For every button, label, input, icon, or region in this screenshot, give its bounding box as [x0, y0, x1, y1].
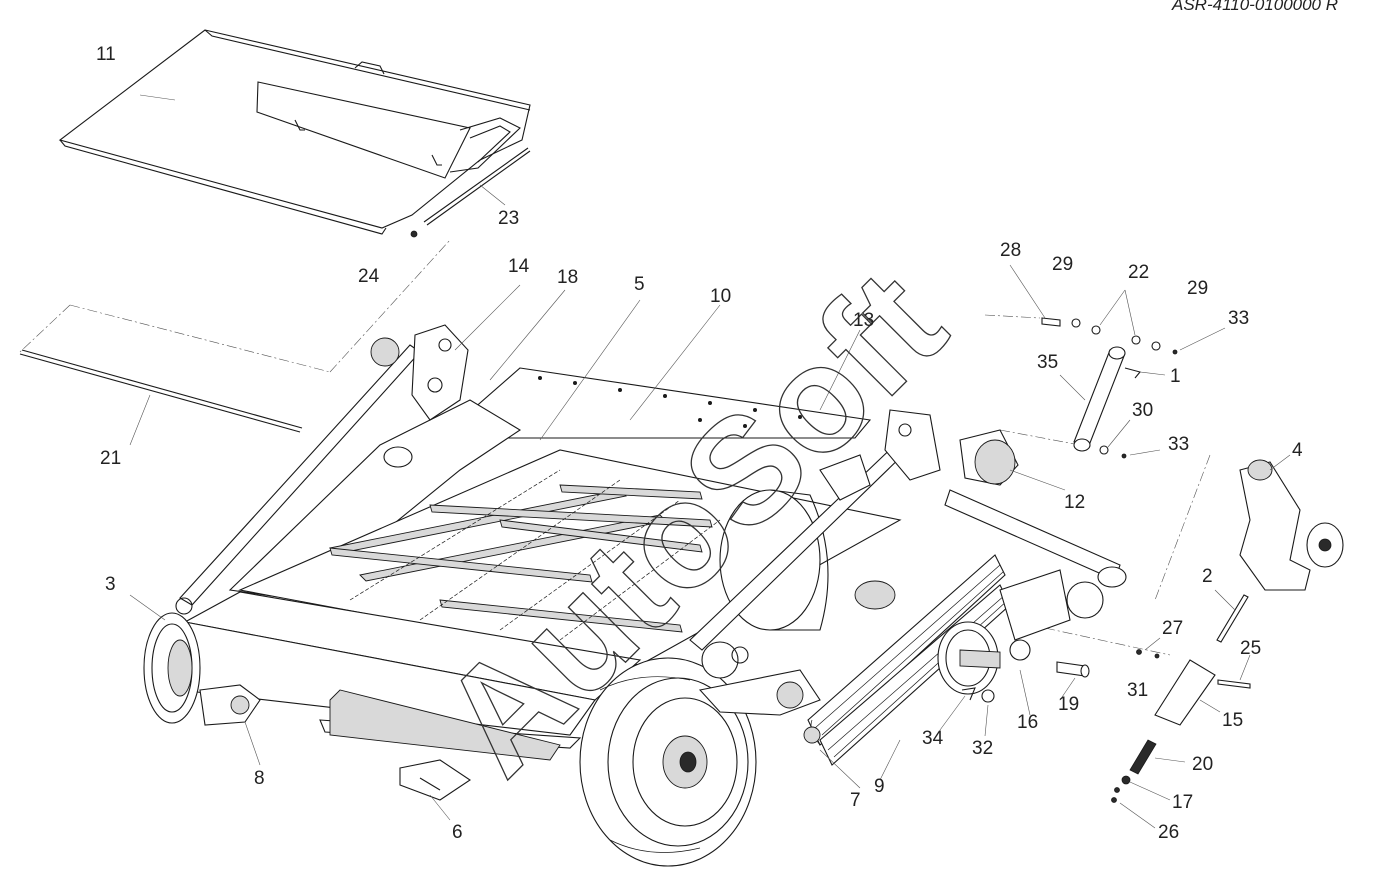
rod-23 — [423, 147, 531, 226]
part-label-6: 6 — [452, 822, 463, 843]
part-label-23: 23 — [498, 208, 519, 229]
part-label-26: 26 — [1158, 822, 1179, 843]
part-label-13: 13 — [853, 310, 874, 331]
part-label-20: 20 — [1192, 754, 1213, 775]
part-label-29b: 29 — [1187, 278, 1208, 299]
part-label-11: 11 — [96, 44, 116, 65]
part-label-3: 3 — [105, 574, 116, 595]
part-label-2: 2 — [1202, 566, 1213, 587]
part-label-24: 24 — [358, 266, 380, 287]
part-label-18: 18 — [557, 267, 578, 288]
pulley-3 — [143, 597, 201, 724]
wheel-7 — [579, 657, 757, 867]
cover-15 — [1154, 659, 1216, 726]
part-label-12: 12 — [1064, 492, 1085, 513]
gear-16 — [937, 621, 1031, 695]
nut-26b — [1111, 797, 1117, 803]
document-code: ASR-4110-0100000 R — [1171, 0, 1338, 14]
leader-lines — [129, 94, 1291, 829]
pin-28-washers — [1041, 317, 1178, 459]
bearing-8 — [199, 684, 261, 726]
washer-24 — [410, 230, 418, 238]
washer-17 — [1121, 775, 1131, 785]
part-label-15: 15 — [1222, 710, 1243, 731]
pin-19 — [1056, 661, 1090, 678]
part-label-35: 35 — [1037, 352, 1058, 373]
part-label-1: 1 — [1170, 366, 1181, 387]
cylinder-35 — [1073, 346, 1141, 452]
pin-34 — [961, 687, 976, 701]
side-arm — [689, 409, 941, 716]
part-label-9: 9 — [874, 776, 885, 797]
part-label-32: 32 — [972, 738, 993, 759]
part-label-10: 10 — [710, 286, 731, 307]
part-label-14: 14 — [508, 256, 530, 277]
part-label-7: 7 — [850, 790, 861, 811]
assembly-lines — [19, 239, 1211, 656]
nut-31 — [1154, 653, 1160, 659]
nut-27 — [1136, 649, 1142, 655]
pin-25 — [1217, 679, 1251, 689]
part-label-22: 22 — [1128, 262, 1149, 283]
part-labels: 11 23 24 14 18 5 10 13 21 3 8 6 7 9 34 3… — [96, 44, 1303, 843]
bracket-4 — [1239, 459, 1344, 591]
spring-20 — [1129, 739, 1157, 775]
part-label-17: 17 — [1172, 792, 1193, 813]
part-label-30: 30 — [1132, 400, 1153, 421]
part-label-21: 21 — [100, 448, 121, 469]
shaft-12 — [944, 429, 1127, 641]
rod-2 — [1216, 594, 1249, 643]
part-label-34: 34 — [922, 728, 944, 749]
part-label-33b: 33 — [1168, 434, 1189, 455]
part-label-16: 16 — [1017, 712, 1038, 733]
nut-32 — [981, 689, 995, 703]
part-label-29a: 29 — [1052, 254, 1073, 275]
part-label-25: 25 — [1240, 638, 1261, 659]
part-label-19: 19 — [1058, 694, 1079, 715]
cover-plate — [58, 29, 531, 235]
part-label-28: 28 — [1000, 240, 1021, 261]
part-label-5: 5 — [634, 274, 645, 295]
part-label-27: 27 — [1162, 618, 1183, 639]
part-label-31: 31 — [1127, 680, 1148, 701]
rod-21 — [19, 349, 303, 433]
part-label-4: 4 — [1292, 440, 1303, 461]
part-label-8: 8 — [254, 768, 265, 789]
nut-26a — [1114, 787, 1120, 793]
part-label-33a: 33 — [1228, 308, 1249, 329]
